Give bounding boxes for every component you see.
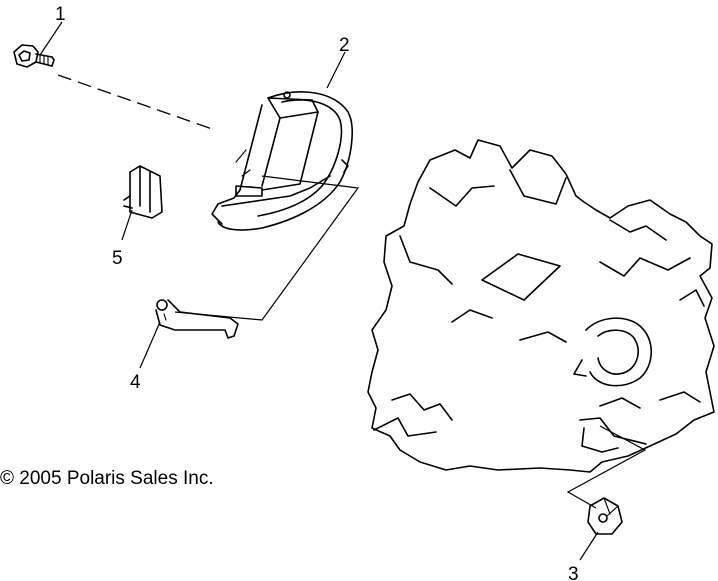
engine-to-nut-line: [566, 425, 647, 509]
leader-2: [326, 51, 346, 89]
bolt-icon: [13, 44, 55, 68]
nut-icon: [587, 497, 623, 535]
leader-1: [39, 21, 63, 56]
copyright-notice: © 2005 Polaris Sales Inc.: [0, 468, 214, 489]
bumper-icon: [123, 165, 163, 219]
cover-icon: [211, 91, 353, 231]
callout-3: 3: [568, 564, 579, 581]
cover-to-clip-line: [174, 175, 360, 321]
callout-4: 4: [130, 372, 141, 393]
callout-5: 5: [112, 248, 123, 269]
leader-4: [139, 321, 161, 369]
wire-clip-icon: [155, 299, 239, 339]
leader-5: [121, 209, 133, 241]
callout-1: 1: [55, 4, 66, 25]
engine-icon: [367, 139, 715, 473]
callout-2: 2: [339, 35, 350, 56]
bolt-axis-line: [57, 74, 216, 131]
leader-3: [579, 531, 599, 561]
